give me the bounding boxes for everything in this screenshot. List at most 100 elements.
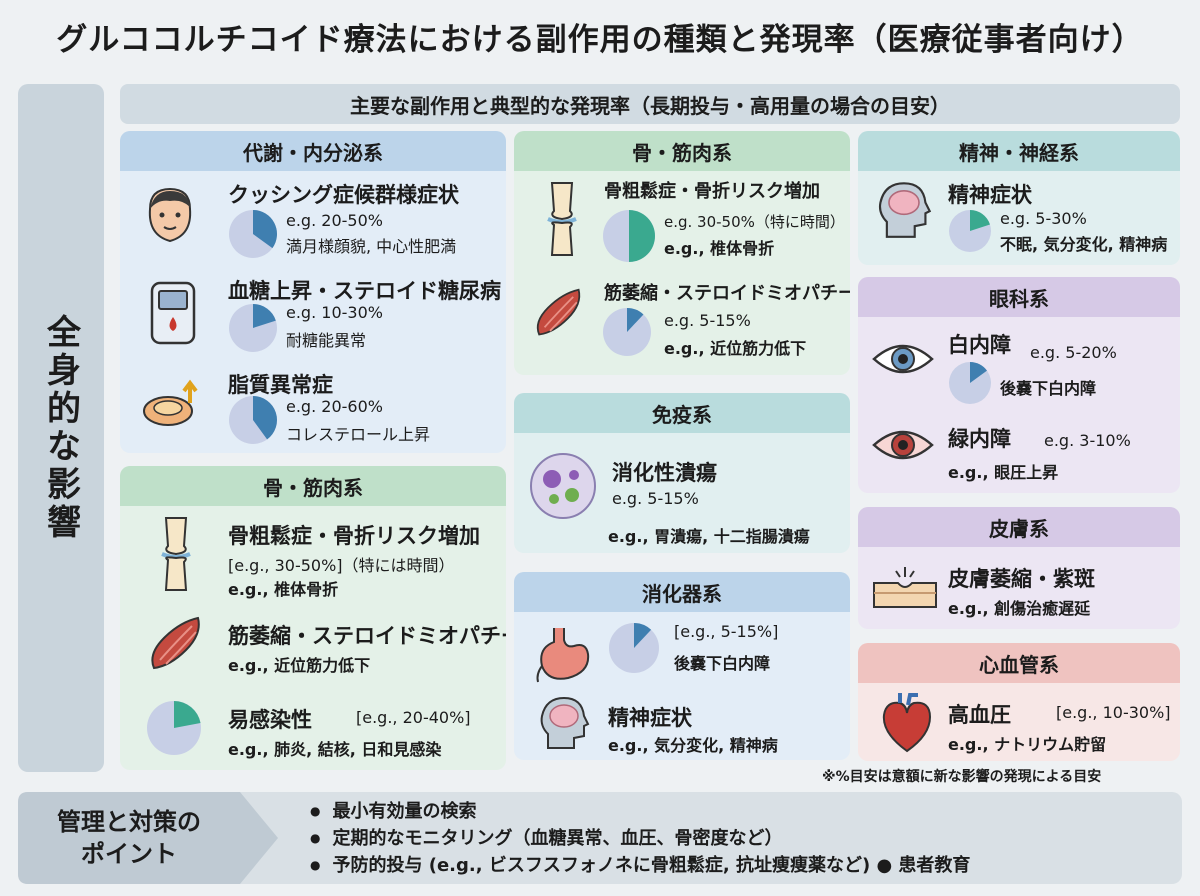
- item-detail: e.g., 肺炎, 結核, 日和見感染: [228, 740, 442, 759]
- rate-pie: [949, 362, 991, 404]
- list-item: 最小有効量の検索: [310, 798, 970, 825]
- stomach-icon: [536, 628, 590, 683]
- muscle-icon: [151, 616, 200, 670]
- item-detail: 後嚢下白内障: [674, 654, 771, 673]
- item-title: クッシング症候群様症状: [228, 183, 459, 207]
- pie-slice: [253, 210, 277, 249]
- rate-pie: [229, 210, 277, 258]
- item-detail: 満月様顔貌, 中心性肥満: [286, 237, 457, 256]
- panel-header: 皮膚系: [858, 507, 1180, 547]
- item-detail: コレステロール上昇: [286, 425, 431, 444]
- item-detail: e.g., 椎体骨折: [664, 239, 775, 258]
- item-rate: e.g. 3-10%: [1044, 431, 1131, 450]
- item-rate: e.g. 20-60%: [286, 397, 383, 416]
- brain-head-icon: [540, 696, 590, 749]
- item-title: 精神症状: [608, 706, 692, 730]
- item-detail: e.g., 椎体骨折: [228, 580, 339, 599]
- item-rate: e.g. 5-20%: [1030, 343, 1117, 362]
- rate-pie: [603, 308, 651, 356]
- face-icon: [148, 187, 192, 243]
- rate-pie: [147, 701, 201, 755]
- item-title: 消化性潰瘍: [612, 461, 717, 485]
- item-title: 高血圧: [948, 703, 1011, 727]
- panel-header: 精神・神経系: [858, 131, 1180, 171]
- item-title: 筋萎縮・ステロイドミオパチー: [228, 624, 506, 648]
- eye-icon: [872, 344, 934, 374]
- microbe-icon: [530, 453, 596, 519]
- panel-header: 免疫系: [514, 393, 850, 433]
- systemic-effects-band: 全身的な影響: [18, 84, 104, 772]
- item-detail: e.g., 近位筋力低下: [664, 339, 807, 358]
- heart-icon: [882, 693, 932, 753]
- list-item: 予防的投与 (e.g., ビスフスフォノネに骨粗鬆症, 抗址痩痩薬など) ● 患…: [310, 852, 970, 879]
- item-title: 緑内障: [948, 427, 1011, 451]
- item-title: 骨粗鬆症・骨折リスク増加: [604, 181, 820, 202]
- item-title: 精神症状: [948, 183, 1032, 207]
- pie-slice: [634, 623, 652, 648]
- muscle-icon: [536, 288, 581, 336]
- management-label: 管理と対策の ポイント: [18, 792, 280, 884]
- item-title: 筋萎縮・ステロイドミオパチー: [604, 283, 850, 304]
- management-label-line2: ポイント: [81, 840, 177, 868]
- item-rate: e.g. 5-30%: [1000, 209, 1087, 228]
- list-item: 定期的なモニタリング（血糖異常、血圧、骨密度など）: [310, 825, 970, 852]
- panel-neuro: 精神・神経系 精神症状 e.g. 5-30% 不眠, 気分変化, 精神病: [858, 131, 1180, 265]
- panel-skin: 皮膚系 皮膚萎縮・紫斑 e.g., 創傷治癒遅延: [858, 507, 1180, 629]
- footnote: ※%目安は意額に新な影響の発現による目安: [822, 769, 1102, 785]
- rate-pie: [603, 210, 655, 262]
- panel-header: 眼科系: [858, 277, 1180, 317]
- item-detail: e.g., ナトリウム貯留: [948, 735, 1107, 754]
- page-title: グルココルチコイド療法における副作用の種類と発現率（医療従事者向け）: [56, 21, 1144, 58]
- item-rate: e.g. 5-15%: [664, 311, 751, 330]
- item-detail: e.g., 眼圧上昇: [948, 463, 1059, 482]
- item-rate: [e.g., 20-40%]: [356, 708, 471, 727]
- item-title: 皮膚萎縮・紫斑: [948, 567, 1095, 591]
- panel-immune: 免疫系 消化性潰瘍 e.g. 5-15% e.g., 胃潰瘍, 十二指腸潰瘍: [514, 393, 850, 553]
- rate-pie: [229, 396, 277, 444]
- glucose-meter-icon: [150, 281, 196, 345]
- item-title: 脂質異常症: [228, 373, 333, 397]
- item-detail: e.g., 胃潰瘍, 十二指腸潰瘍: [608, 527, 810, 546]
- pie-slice: [970, 362, 987, 383]
- panel-ophthalmic: 眼科系 白内障 e.g. 5-20% 後嚢下白内障 緑内障 e.g. 3-10%…: [858, 277, 1180, 493]
- pie-slice: [253, 396, 277, 440]
- item-detail: e.g., 近位筋力低下: [228, 656, 371, 675]
- item-detail: 不眠, 気分変化, 精神病: [1000, 235, 1168, 254]
- management-label-line1: 管理と対策の: [57, 808, 201, 836]
- item-detail: e.g., 創傷治癒遅延: [948, 599, 1091, 618]
- skin-icon: [873, 567, 937, 608]
- pie-slice: [174, 701, 201, 728]
- item-title: 血糖上昇・ステロイド糖尿病: [228, 279, 501, 303]
- item-title: 骨粗鬆症・骨折リスク増加: [228, 524, 480, 548]
- panel-header: 代謝・内分泌系: [120, 131, 506, 171]
- panel-metabolic: 代謝・内分泌系 クッシング症候群様症状 e.g. 20-50% 満月様顔貌, 中…: [120, 131, 506, 453]
- pie-slice: [253, 304, 276, 328]
- item-rate: [e.g., 5-15%]: [674, 622, 779, 641]
- item-rate: [e.g., 30-50%]（特には時間）: [228, 556, 455, 575]
- item-rate: e.g. 30-50%（特に時間）: [664, 213, 845, 231]
- knee-joint-icon: [547, 182, 577, 256]
- rate-pie: [609, 623, 659, 673]
- panel-digestive: 消化器系 [e.g., 5-15%] 後嚢下白内障 精神症状 e.g., 気分変…: [514, 572, 850, 760]
- item-rate: [e.g., 10-30%]: [1056, 703, 1171, 722]
- panel-header: 心血管系: [858, 643, 1180, 683]
- item-rate: e.g. 5-15%: [612, 489, 699, 508]
- rate-pie: [949, 210, 991, 252]
- rate-pie: [229, 304, 277, 352]
- panel-header: 骨・筋肉系: [120, 466, 506, 506]
- panel-bone-muscle-middle: 骨・筋肉系 骨粗鬆症・骨折リスク増加 e.g. 30-50%（特に時間） e.g…: [514, 131, 850, 375]
- pie-slice: [629, 210, 655, 262]
- pie-slice: [627, 308, 644, 332]
- management-list: 最小有効量の検索 定期的なモニタリング（血糖異常、血圧、骨密度など） 予防的投与…: [310, 798, 970, 879]
- lipid-icon: [143, 379, 198, 426]
- item-title: 易感染性: [228, 708, 312, 732]
- panel-bone-muscle-left: 骨・筋肉系 骨粗鬆症・骨折リスク増加 [e.g., 30-50%]（特には時間）…: [120, 466, 506, 770]
- red-eye-icon: [872, 430, 934, 460]
- systemic-effects-label: 全身的な影響: [40, 314, 81, 542]
- item-title: 白内障: [948, 333, 1011, 357]
- pie-slice: [970, 210, 990, 231]
- item-detail: 後嚢下白内障: [1000, 379, 1097, 398]
- item-rate: e.g. 10-30%: [286, 303, 383, 322]
- knee-joint-icon: [161, 517, 191, 591]
- panel-header: 骨・筋肉系: [514, 131, 850, 171]
